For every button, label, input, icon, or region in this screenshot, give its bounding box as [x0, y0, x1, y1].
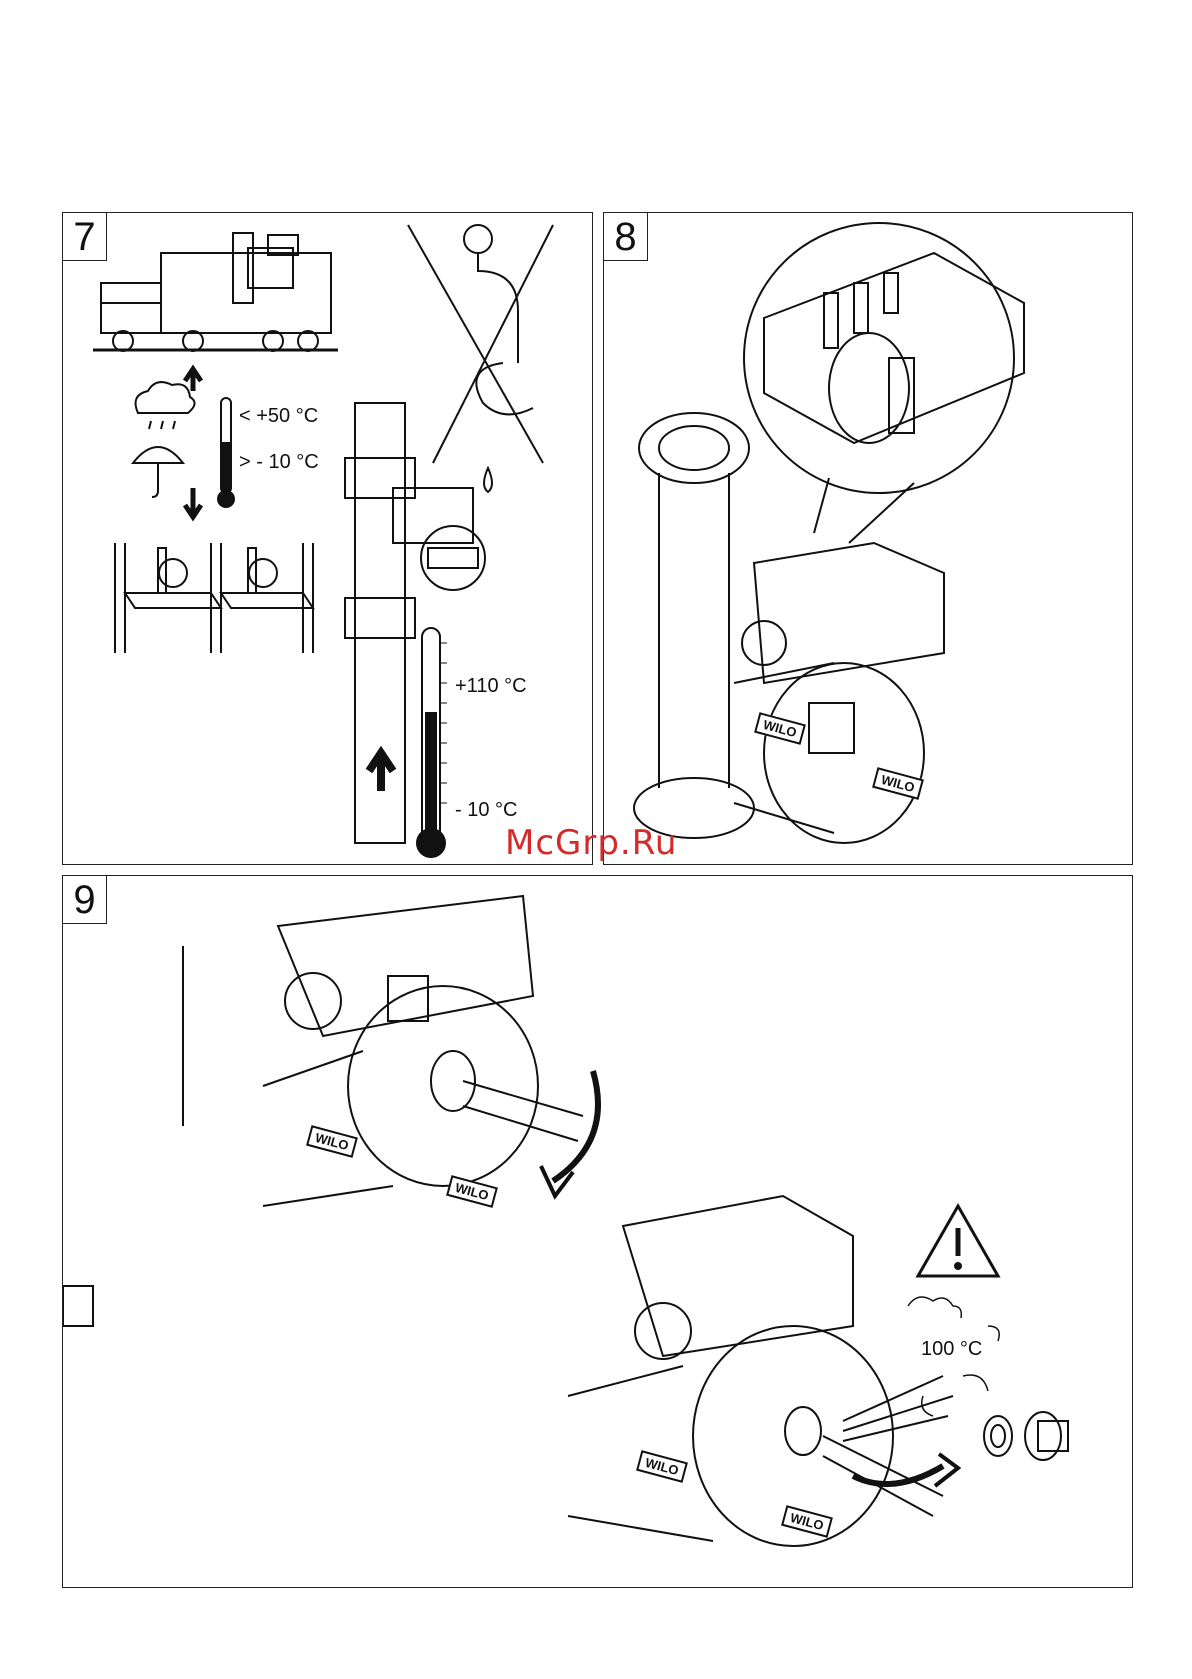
large-thermometer-icon	[417, 628, 447, 857]
storage-max-temp: < +50 °C	[239, 405, 318, 428]
installed-pump	[345, 403, 485, 843]
pump-lower	[63, 1196, 1068, 1546]
figure-7-illustration	[63, 213, 594, 866]
figure-7: 7	[62, 212, 593, 865]
hot-water-temp: 100 °C	[921, 1338, 982, 1361]
figure-9: 9	[62, 875, 1133, 1588]
figure-8-illustration	[604, 213, 1134, 866]
figure-8: 8 WILO WILO	[603, 212, 1133, 865]
fluid-min-temp: - 10 °C	[455, 799, 517, 822]
rain-cloud-icon	[136, 382, 195, 429]
fluid-max-temp: +110 °C	[455, 675, 527, 698]
pump-upper	[183, 896, 598, 1206]
thermometer-icon	[218, 398, 234, 507]
no-water-faucet-icon	[408, 225, 553, 492]
warning-icon	[918, 1206, 998, 1276]
storage-min-temp: > - 10 °C	[239, 451, 319, 474]
umbrella-icon	[133, 447, 183, 497]
storage-shelves	[115, 543, 313, 653]
figure-9-illustration	[63, 876, 1134, 1589]
watermark: McGrp.Ru	[505, 823, 677, 863]
detail-magnifier	[744, 223, 1014, 493]
truck-icon	[93, 233, 338, 351]
